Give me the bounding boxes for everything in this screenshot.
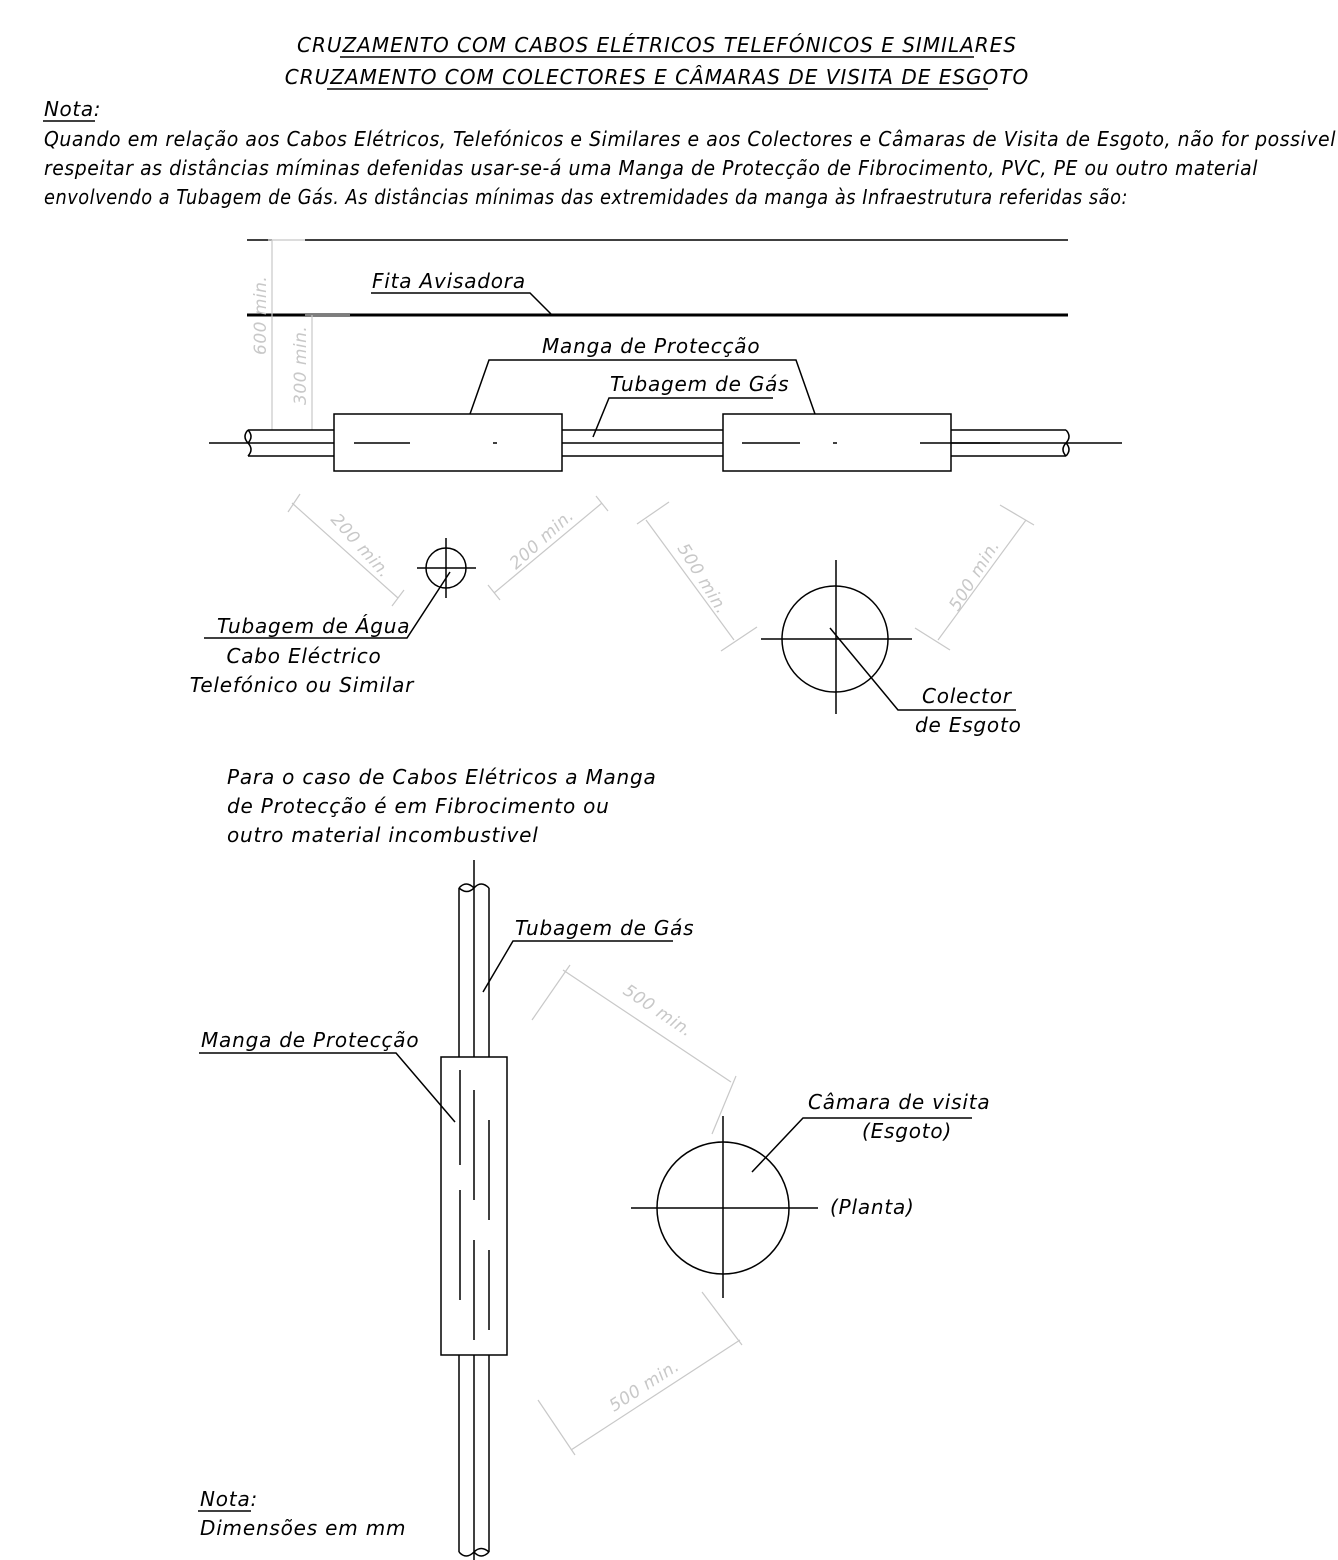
manga-protecao-label: Manga de Protecção — [542, 334, 760, 358]
dim-200-left-line — [291, 502, 399, 599]
dim-500-top-tick-b — [711, 1075, 737, 1135]
dim-500-left-tick-b — [720, 626, 758, 652]
note-top-line-2: respeitar as distâncias míminas defenida… — [44, 156, 1258, 180]
dim-200-right-tick-a — [487, 584, 501, 601]
dim-500-bottom-tick-a — [537, 1399, 576, 1456]
colector-label-2: de Esgoto — [915, 713, 1022, 737]
dim-200-right-text: 200 min. — [506, 506, 578, 574]
cabo-electrico-label: Cabo Eléctrico — [226, 644, 381, 668]
dim-500-right-text: 500 min. — [945, 537, 1004, 615]
dim-500-bottom-line — [570, 1339, 741, 1451]
dim-200-left-text: 200 min. — [326, 510, 394, 582]
dim-200-right-tick-b — [595, 495, 609, 512]
dim-500-left-tick-a — [636, 501, 670, 525]
section-view: Fita Avisadora 600 min. 300 min. Manga d… — [190, 239, 1122, 737]
dim-500-top-line — [562, 969, 732, 1083]
note-bottom-text: Dimensões em mm — [200, 1516, 406, 1540]
tubagem-gas-leader-plan — [482, 940, 673, 993]
colector-label-1: Colector — [922, 684, 1013, 708]
dim-500-right-tick-b — [914, 627, 951, 651]
dim-300-text: 300 min. — [291, 326, 311, 405]
fita-avisadora-label: Fita Avisadora — [372, 269, 526, 293]
note-top-heading: Nota: — [44, 97, 101, 121]
plan-view: Tubagem de Gás Manga de Protecção 500 mi… — [199, 860, 990, 1560]
tubagem-agua-leader — [204, 571, 451, 639]
cable-note-line-3: outro material incombustivel — [227, 823, 539, 847]
dim-500-right-tick-a — [999, 504, 1035, 526]
dim-500-bottom-text: 500 min. — [606, 1356, 683, 1416]
title-line-2: CRUZAMENTO COM COLECTORES E CÂMARAS DE V… — [285, 65, 1030, 89]
planta-label: (Planta) — [830, 1195, 915, 1219]
dim-500-right-line — [937, 519, 1027, 641]
dim-500-left-line — [645, 519, 735, 641]
dim-500-top-tick-a — [531, 964, 571, 1021]
title-line-1: CRUZAMENTO COM CABOS ELÉTRICOS TELEFÓNIC… — [297, 33, 1017, 57]
dim-500-top-text: 500 min. — [619, 981, 696, 1042]
camara-leader — [751, 1117, 972, 1173]
fita-avisadora-leader — [371, 292, 553, 316]
tubagem-gas-label-top: Tubagem de Gás — [610, 372, 789, 396]
dim-600-text: 600 min. — [251, 276, 271, 355]
note-bottom-heading: Nota: — [200, 1487, 258, 1511]
telefonico-label: Telefónico ou Similar — [190, 673, 415, 697]
camara-label-2: (Esgoto) — [862, 1119, 952, 1143]
dim-200-right-line — [493, 502, 603, 594]
manga-protecao-label-plan: Manga de Protecção — [201, 1028, 419, 1052]
manga-protecao-leader — [469, 359, 816, 415]
note-top-line-3: envolvendo a Tubagem de Gás. As distânci… — [44, 185, 1128, 209]
dim-500-bottom-tick-b — [701, 1291, 743, 1346]
cable-note-line-2: de Protecção é em Fibrocimento ou — [227, 794, 610, 818]
camara-label-1: Câmara de visita — [808, 1090, 990, 1114]
tubagem-agua-label: Tubagem de Água — [217, 614, 410, 638]
tubagem-gas-label-plan: Tubagem de Gás — [515, 916, 694, 940]
colector-leader — [829, 627, 1016, 711]
cable-note-line-1: Para o caso de Cabos Elétricos a Manga — [227, 765, 657, 789]
dim-200-left-tick-a — [287, 493, 301, 513]
manga-protecao-leader-plan — [199, 1052, 456, 1123]
note-top-line-1: Quando em relação aos Cabos Elétricos, T… — [44, 127, 1336, 151]
dim-200-left-tick-b — [391, 589, 405, 607]
tubagem-gas-leader-top — [592, 397, 773, 438]
dim-500-left-text: 500 min. — [673, 540, 732, 618]
